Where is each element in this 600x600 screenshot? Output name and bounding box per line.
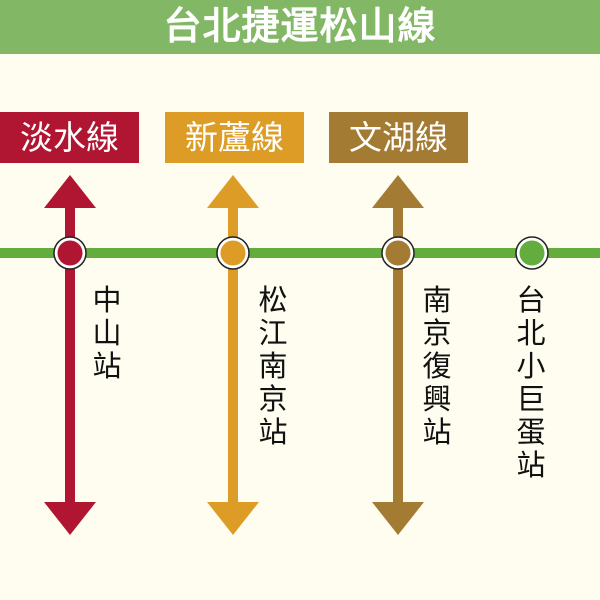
songshan-line <box>0 248 600 258</box>
station-marker-nanjing-fuxing <box>382 237 414 269</box>
header-bar: 台北捷運松山線 <box>0 0 600 54</box>
page-title: 台北捷運松山線 <box>163 4 437 48</box>
line-label-wenhu: 文湖線 <box>329 112 468 163</box>
tamsui-arrow <box>44 175 96 535</box>
line-label-xinlu: 新蘆線 <box>165 112 304 163</box>
line-label-tamsui: 淡水線 <box>0 112 139 163</box>
station-marker-songjiang-nanjing <box>217 237 249 269</box>
station-marker-zhongshan <box>54 237 86 269</box>
station-name-zhongshan: 中山站 <box>92 283 122 383</box>
station-marker-taipei-arena <box>516 237 548 269</box>
wenhu-arrow <box>372 175 424 535</box>
xinlu-arrow <box>207 175 259 535</box>
station-name-taipei-arena: 台北小巨蛋站 <box>516 283 546 482</box>
station-name-nanjing-fuxing: 南京復興站 <box>422 283 452 449</box>
station-name-songjiang-nanjing: 松江南京站 <box>258 283 288 449</box>
